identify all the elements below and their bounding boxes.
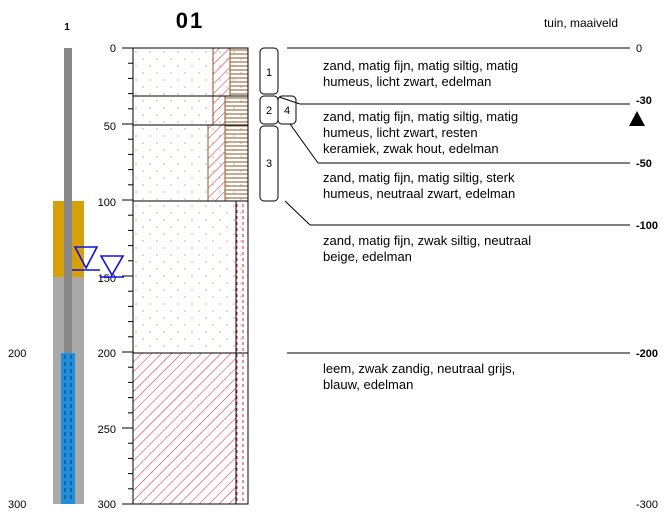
depth-tick-label: 200 bbox=[98, 348, 116, 360]
groundwater-level-icon bbox=[99, 255, 125, 278]
depth-tick-label: 300 bbox=[98, 499, 116, 511]
sample-label: 2 bbox=[266, 105, 272, 117]
right-depth-labels: 0 -30 -50 -100 -200 -300 bbox=[629, 43, 658, 511]
right-depth-label: -300 bbox=[636, 499, 658, 511]
layer-description-line: humeus, licht zwart, edelman bbox=[323, 74, 491, 89]
well-bottom-depth: 300 bbox=[8, 499, 26, 511]
layer-description-line: zand, matig fijn, zwak siltig, neutraal bbox=[323, 233, 531, 248]
triangle-marker-icon bbox=[629, 111, 645, 126]
depth-tick-label: 50 bbox=[104, 121, 116, 133]
layer-description-line: beige, edelman bbox=[323, 249, 412, 264]
layer-description-line: zand, matig fijn, matig siltig, matig bbox=[323, 109, 518, 124]
humus-hatch-3 bbox=[208, 125, 225, 201]
well-construction: 1 200 300 bbox=[8, 22, 100, 511]
sample-label: 1 bbox=[266, 67, 272, 79]
right-depth-label: -200 bbox=[636, 348, 658, 360]
depth-tick-label: 0 bbox=[110, 43, 116, 55]
water-level-icon bbox=[72, 246, 100, 271]
soil-column bbox=[132, 47, 249, 505]
humus-hatch-1 bbox=[213, 48, 230, 96]
well-filter-top-depth: 200 bbox=[8, 348, 26, 360]
right-depth-label: -100 bbox=[636, 220, 658, 232]
sample-box-1 bbox=[259, 47, 279, 95]
well-number: 1 bbox=[64, 22, 70, 33]
depth-tick-label: 150 bbox=[98, 273, 116, 285]
silt-lines-2 bbox=[225, 96, 248, 201]
layer-description-line: zand, matig fijn, matig siltig, matig bbox=[323, 58, 518, 73]
loam-hatch bbox=[133, 353, 236, 504]
boring-title: 01 bbox=[176, 8, 204, 33]
layer-description-line: blauw, edelman bbox=[323, 377, 413, 392]
well-casing bbox=[64, 48, 72, 504]
silt-dash-1 bbox=[236, 201, 248, 353]
sample-box-4 bbox=[277, 95, 297, 125]
right-depth-label: -50 bbox=[636, 158, 652, 170]
layer-descriptions: zand, matig fijn, matig siltig, matig hu… bbox=[278, 47, 630, 392]
depth-tick-label: 250 bbox=[98, 424, 116, 436]
layer-description-line: humeus, neutraal zwart, edelman bbox=[323, 186, 515, 201]
humus-hatch-2 bbox=[213, 96, 225, 125]
sample-label: 4 bbox=[284, 105, 290, 117]
sample-label: 3 bbox=[266, 158, 272, 170]
layer-description-line: humeus, licht zwart, resten bbox=[323, 125, 478, 140]
layer-description-line: leem, zwak zandig, neutraal grijs, bbox=[323, 361, 515, 376]
depth-tick-label: 100 bbox=[98, 197, 116, 209]
layer-description-line: zand, matig fijn, matig siltig, sterk bbox=[323, 170, 515, 185]
sample-box-3 bbox=[259, 125, 279, 202]
right-depth-label: 0 bbox=[636, 43, 642, 55]
silt-dash-2 bbox=[236, 353, 248, 504]
silt-lines-1 bbox=[230, 48, 248, 96]
well-filter bbox=[61, 353, 75, 504]
layer-description-line: keramiek, zwak hout, edelman bbox=[323, 141, 499, 156]
right-depth-label: -30 bbox=[636, 95, 652, 107]
surface-description: tuin, maaiveld bbox=[544, 16, 618, 30]
sample-markers: 1 2 4 3 bbox=[259, 47, 297, 202]
